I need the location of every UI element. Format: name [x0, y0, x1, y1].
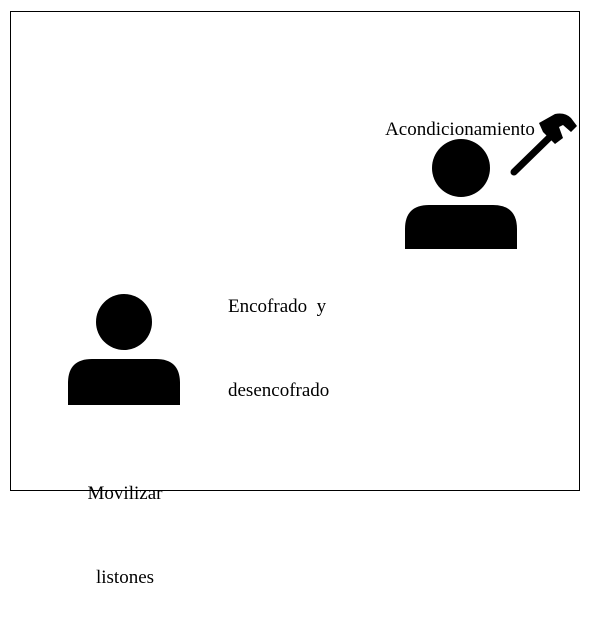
person-icon: [68, 293, 180, 405]
hammer-icon: [505, 112, 581, 183]
step-label-line: listones: [95, 567, 155, 588]
step-label-line: Movilizar: [87, 483, 163, 504]
step-label-line: desencofrado: [228, 380, 330, 401]
diagram-frame: [10, 11, 580, 491]
step-label-encofrado: Encofrado y desencofrado: [228, 237, 378, 433]
person-icon: [405, 137, 517, 249]
step-label-line: Encofrado y: [228, 296, 327, 317]
step-label-movilizar: Movilizar listones: [66, 424, 184, 620]
step-label-line: Acondicionamiento: [385, 119, 535, 140]
